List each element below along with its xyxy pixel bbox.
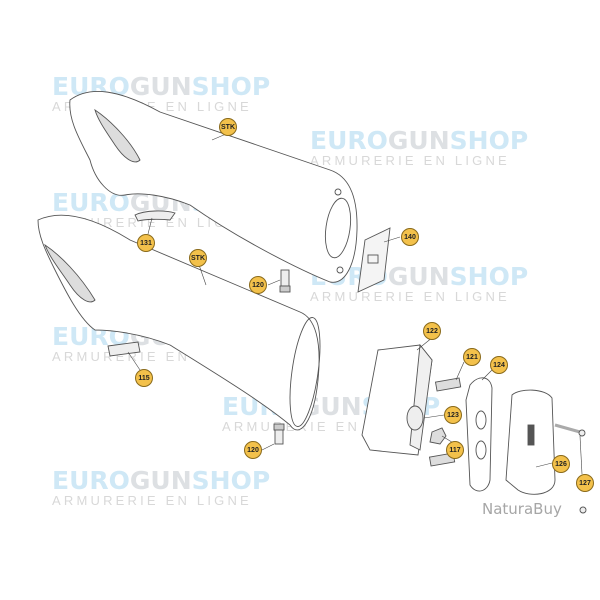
part-140-slot [367, 254, 379, 264]
callout-115: 115 [135, 369, 153, 387]
callout-stk-lower: STK [189, 249, 207, 267]
callout-140: 140 [401, 228, 419, 246]
screw-127 [554, 423, 587, 514]
callout-122: 122 [423, 322, 441, 340]
callout-123: 123 [444, 406, 462, 424]
callout-120-upper: 120 [249, 276, 267, 294]
screw-120-lower [273, 423, 285, 445]
spacer-124 [465, 377, 493, 492]
callout-124: 124 [490, 356, 508, 374]
nut-117 [429, 427, 447, 445]
callout-127: 127 [576, 474, 594, 492]
callout-stk-upper: STK [219, 118, 237, 136]
part-140 [357, 227, 391, 293]
callout-117: 117 [446, 441, 464, 459]
callout-120-lower: 120 [244, 441, 262, 459]
part-115 [107, 341, 141, 357]
washer-123 [406, 405, 424, 431]
callout-131: 131 [137, 234, 155, 252]
screw-120-upper [279, 269, 291, 293]
part-131 [134, 210, 176, 222]
naturabuy-watermark: NaturaBuy [482, 500, 562, 518]
callout-126: 126 [552, 455, 570, 473]
stock-lower [37, 214, 321, 431]
callout-121: 121 [463, 348, 481, 366]
stock-upper [69, 90, 358, 283]
